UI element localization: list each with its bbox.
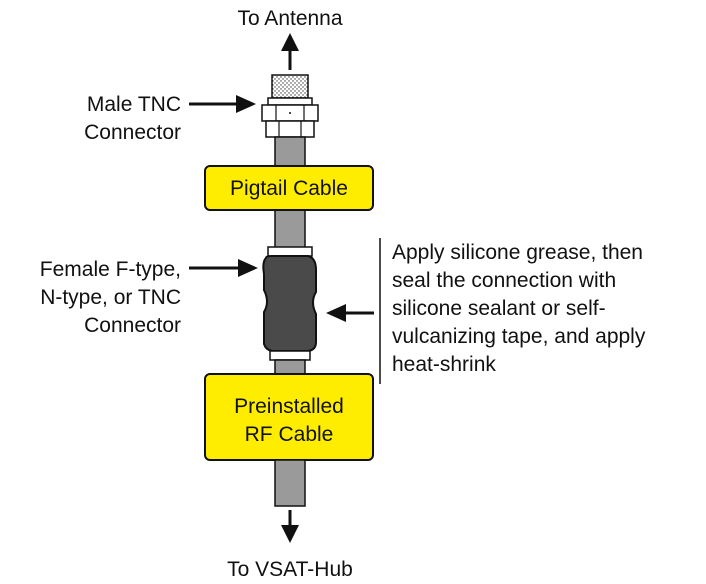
to-antenna-label: To Antenna: [237, 7, 342, 30]
female-connector-label-line1: Female F-type,: [40, 258, 181, 281]
male-tnc-label-line2: Connector: [84, 121, 181, 144]
female-connector-graphic: [262, 246, 317, 361]
instruction-line5: heat-shrink: [392, 353, 496, 376]
right-arrow-icon: [189, 259, 258, 277]
preinstalled-label-line2: RF Cable: [245, 423, 334, 446]
down-arrow-icon: [281, 510, 299, 543]
instruction-line2: seal the connection with: [392, 269, 616, 292]
instruction-line3: silicone sealant or self-: [392, 297, 606, 320]
pigtail-cable-box: [204, 165, 374, 211]
pigtail-cable-segment-lower: [274, 208, 306, 250]
male-tnc-connector-graphic: [261, 74, 319, 138]
female-connector-label-line2: N-type, or TNC: [40, 286, 181, 309]
pigtail-cable-label: Pigtail Cable: [230, 177, 348, 200]
female-connector-label-line3: Connector: [84, 314, 181, 337]
connector-thread: [271, 74, 309, 99]
instruction-line4: vulcanizing tape, and apply: [392, 325, 646, 348]
preinstalled-label-line1: Preinstalled: [234, 395, 344, 418]
male-tnc-label-line1: Male TNC: [87, 93, 181, 116]
pigtail-cable-segment-upper: [274, 136, 306, 168]
to-vsat-hub-label: To VSAT-Hub: [227, 558, 353, 581]
right-arrow-icon: [189, 95, 256, 113]
rf-cable-segment-upper: [274, 359, 306, 375]
up-arrow-icon: [281, 33, 299, 70]
instruction-line1: Apply silicone grease, then: [392, 241, 643, 264]
sealant-wrap: [262, 255, 317, 352]
rf-cable-segment-lower: [274, 459, 306, 507]
left-arrow-icon: [326, 304, 374, 322]
